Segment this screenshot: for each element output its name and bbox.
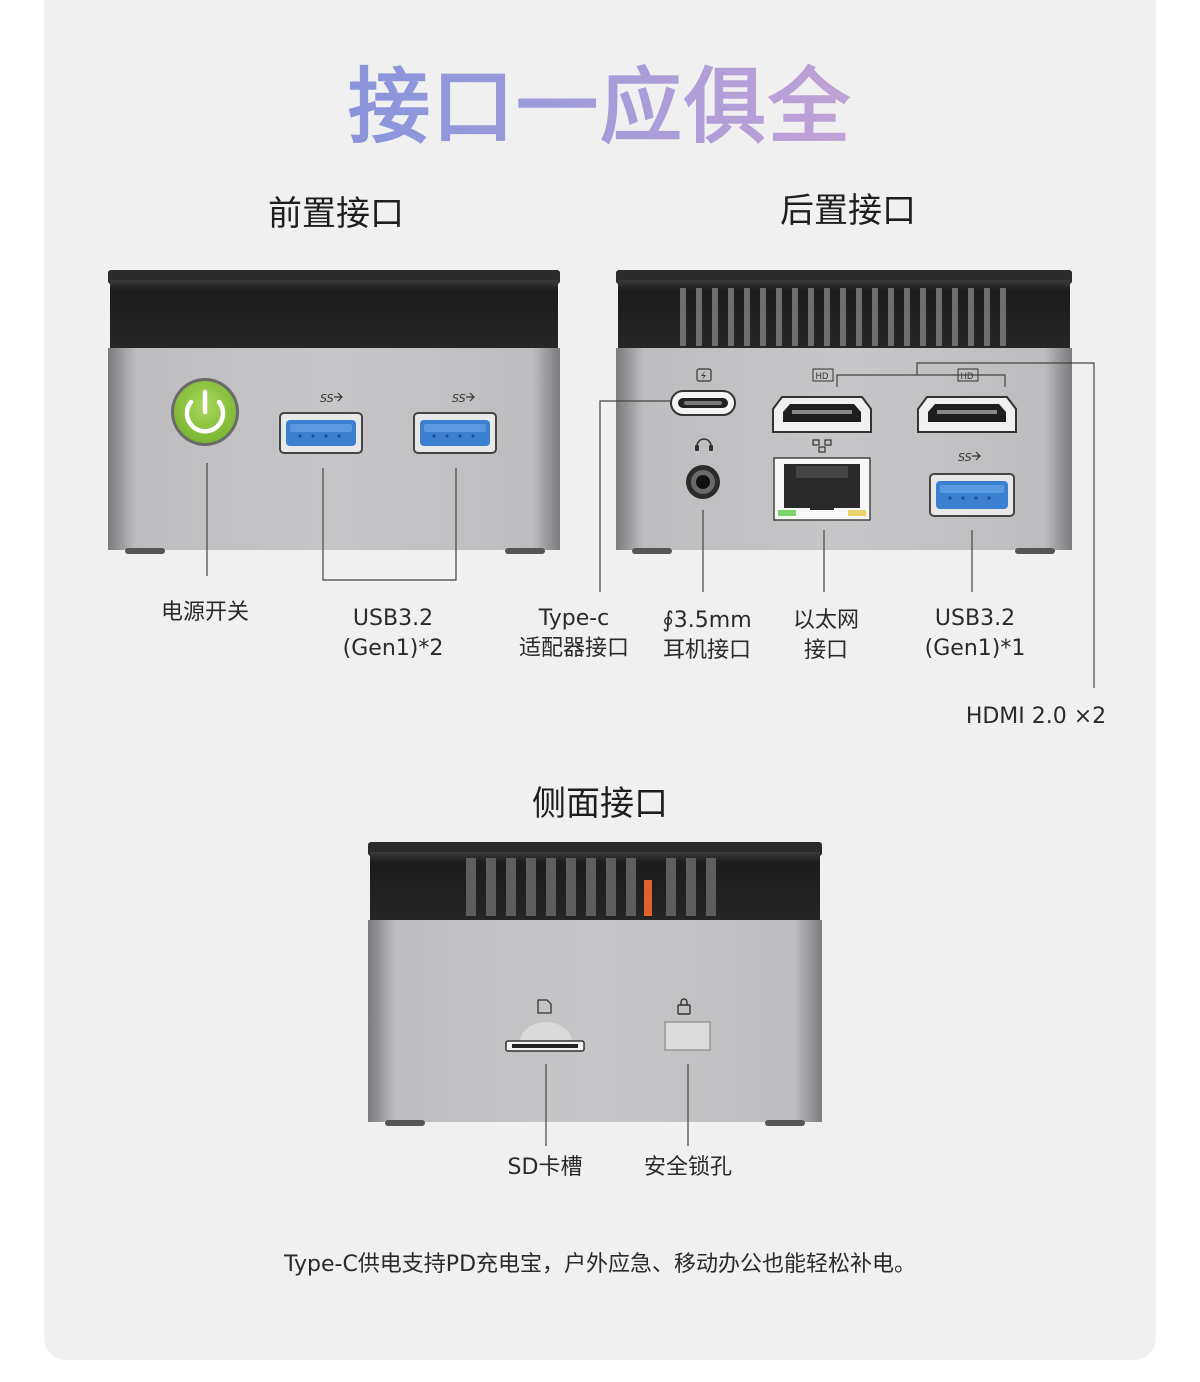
label-line: 以太网 <box>792 608 859 633</box>
label-lock: 安全锁孔 <box>643 1155 732 1180</box>
label-line: 适配器接口 <box>518 636 629 661</box>
svg-text:SS: SS <box>320 392 334 405</box>
section-title-front: 前置接口 <box>268 194 404 234</box>
front-device: SS SS <box>108 270 560 581</box>
label-ethernet: 以太网 接口 <box>751 606 901 666</box>
label-hdmi: HDMI 2.0 ×2 <box>965 704 1107 729</box>
svg-text:HD: HD <box>961 372 974 382</box>
side-device <box>368 842 822 1146</box>
label-power-switch: 电源开关 <box>160 600 249 625</box>
usb-port-icon: SS <box>929 451 1015 517</box>
svg-text:SS: SS <box>958 451 972 464</box>
label-line: USB3.2 <box>934 606 1016 631</box>
label-line: ∮3.5mm <box>662 608 752 633</box>
lock-icon <box>664 998 711 1051</box>
sd-card-icon <box>505 999 585 1052</box>
headphone-jack-icon <box>686 438 720 499</box>
power-icon <box>171 378 239 446</box>
content-panel <box>44 0 1156 1360</box>
label-line: USB3.2 <box>352 606 434 631</box>
label-line: 接口 <box>803 638 848 663</box>
label-line: Type-c <box>538 606 610 631</box>
usb-port-icon: SS <box>413 392 497 454</box>
label-line: (Gen1)*2 <box>342 636 444 661</box>
type-c-port-icon <box>670 368 736 416</box>
label-line: 耳机接口 <box>662 638 751 663</box>
svg-text:HD: HD <box>816 372 829 382</box>
label-sd-slot: SD卡槽 <box>507 1155 583 1180</box>
hdmi-port-icon: HD <box>772 368 872 433</box>
svg-text:SS: SS <box>452 392 466 405</box>
label-usb-front: USB3.2 (Gen1)*2 <box>318 604 468 664</box>
label-audio-jack: ∮3.5mm 耳机接口 <box>632 606 782 666</box>
label-usb-rear: USB3.2 (Gen1)*1 <box>900 604 1050 664</box>
label-line: (Gen1)*1 <box>924 636 1026 661</box>
section-title-side: 侧面接口 <box>532 784 668 824</box>
section-title-rear: 后置接口 <box>780 191 916 231</box>
footer-note: Type-C供电支持PD充电宝，户外应急、移动办公也能轻松补电。 <box>283 1252 917 1277</box>
page-title: 接口一应俱全 <box>0 40 1200 159</box>
rear-device: HD HD SS <box>599 270 1095 688</box>
usb-port-icon: SS <box>279 392 363 454</box>
hdmi-port-icon: HD <box>917 368 1017 433</box>
label-type-c: Type-c 适配器接口 <box>499 604 649 664</box>
ethernet-port-icon <box>773 439 871 521</box>
